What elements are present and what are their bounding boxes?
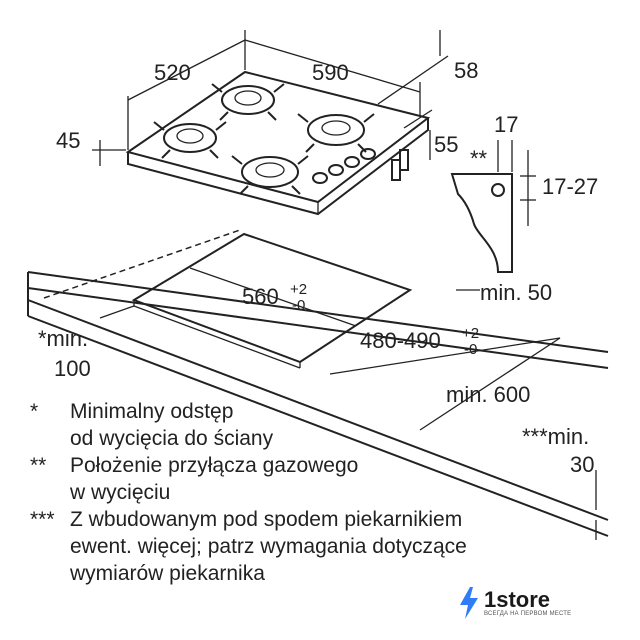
label-min-30-line2: 30 — [570, 452, 594, 477]
label-55: 55 — [434, 132, 458, 157]
footnote-line: Minimalny odstęp — [70, 400, 234, 423]
label-58: 58 — [454, 58, 478, 83]
connector-detail — [450, 140, 536, 273]
cutout — [43, 229, 561, 375]
footnote-mark: *** — [30, 508, 55, 531]
footnote-line: Z wbudowanym pod spodem piekarnikiem — [70, 508, 463, 531]
burner-back-left — [211, 83, 285, 121]
label-min-100-line1: *min. — [38, 326, 88, 351]
footnote-line: od wycięcia do ściany — [70, 427, 274, 450]
label-cut-depth-tol-bottom: -0 — [464, 341, 477, 358]
worktop — [27, 271, 609, 537]
footnote-mark: * — [30, 400, 39, 423]
gas-connector — [391, 149, 409, 181]
control-knobs — [312, 148, 376, 184]
label-cut-width-tol-top: +2 — [290, 281, 307, 298]
footnote-2: ** Położenie przyłącza gazowego w wycięc… — [30, 452, 467, 506]
hob — [125, 70, 431, 216]
footnote-line: Położenie przyłącza gazowego — [70, 454, 359, 477]
cutout-dimension-lines — [419, 289, 597, 540]
label-17-27: 17-27 — [542, 174, 598, 199]
label-min-100-line2: 100 — [54, 356, 91, 381]
footnote-line: wymiarów piekarnika — [70, 562, 265, 585]
label-star-star: ** — [470, 146, 488, 171]
label-min-30-line1: ***min. — [522, 424, 589, 449]
label-17: 17 — [494, 112, 518, 137]
label-depth-top: 520 — [154, 60, 191, 85]
label-height-top: 45 — [56, 128, 80, 153]
footnote-3: *** Z wbudowanym pod spodem piekarnikiem… — [30, 506, 467, 587]
footnotes: * Minimalny odstęp od wycięcia do ściany… — [30, 398, 467, 587]
hob-dimension-lines — [92, 30, 449, 166]
footnote-line: ewent. więcej; patrz wymagania dotyczące — [70, 535, 467, 558]
burner-front-left — [153, 121, 227, 159]
lightning-icon — [460, 587, 478, 619]
label-cut-width-tol-bottom: -0 — [292, 297, 305, 314]
logo-tagline: ВСЕГДА НА ПЕРВОМ МЕСТЕ — [484, 611, 572, 617]
footnote-1: * Minimalny odstęp od wycięcia do ściany — [30, 398, 467, 452]
label-width-top: 590 — [312, 60, 349, 85]
label-cut-depth: 480-490 — [360, 328, 441, 353]
label-cut-width: 560 — [242, 284, 279, 309]
logo-name: 1store — [484, 587, 551, 612]
store-logo: 1store ВСЕГДА НА ПЕРВОМ МЕСТЕ — [458, 586, 571, 620]
label-min-50: min. 50 — [480, 280, 552, 305]
burner-back-right — [297, 113, 375, 153]
label-min-600: min. 600 — [446, 382, 530, 407]
burner-front-right — [231, 155, 309, 195]
label-cut-depth-tol-top: +2 — [462, 325, 479, 342]
footnote-mark: ** — [30, 454, 47, 477]
footnote-line: w wycięciu — [70, 481, 171, 504]
